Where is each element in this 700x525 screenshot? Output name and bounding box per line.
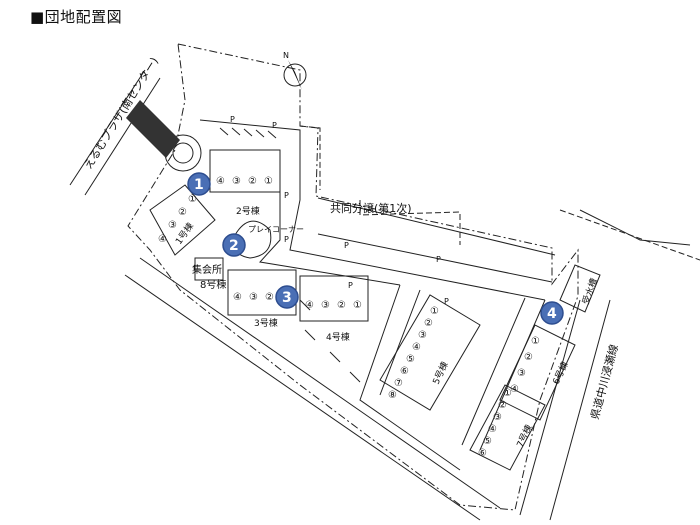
b5-unit: ② <box>424 318 433 329</box>
b3-unit: ② <box>265 292 274 303</box>
b5-unit: ⑦ <box>394 378 403 389</box>
b5-unit: ⑤ <box>406 354 415 365</box>
svg-text:1: 1 <box>194 177 204 193</box>
b5-unit: ③ <box>418 330 427 341</box>
east-road-edge <box>579 209 691 246</box>
meeting-hall-footprint <box>194 257 224 281</box>
b7-unit: ④ <box>488 424 497 435</box>
building-7-footprint <box>469 384 546 471</box>
b3-unit: ④ <box>233 292 242 303</box>
parking-label: P <box>344 241 349 250</box>
building-5-label: 5号棟 <box>430 360 451 387</box>
parking-label: P <box>284 191 289 200</box>
marker-2: 2 <box>222 233 246 257</box>
b1-unit: ② <box>178 207 187 218</box>
marker-4: 4 <box>540 301 564 325</box>
b6-unit: ③ <box>517 368 526 379</box>
marker-1: 1 <box>187 172 211 196</box>
building-2-footprint <box>209 149 281 193</box>
north-arrow-icon: N <box>283 51 307 90</box>
b7-unit: ② <box>498 400 507 411</box>
b5-unit: ① <box>430 306 439 317</box>
svg-text:2: 2 <box>229 238 239 254</box>
west-road <box>69 69 161 196</box>
shared-land-label: 共同分譲(第1次) <box>330 201 412 215</box>
building-3-label: 3号棟 <box>254 317 278 329</box>
north-label: N <box>283 51 289 60</box>
b1-unit: ③ <box>168 220 177 231</box>
internal-road-2 <box>359 284 461 471</box>
building-4-footprint <box>299 275 369 322</box>
building-8-label: 8号棟 <box>200 278 226 291</box>
svg-text:3: 3 <box>282 290 292 306</box>
playground-label: プレイコーナー <box>248 225 304 234</box>
b4-unit: ② <box>337 300 346 311</box>
marker-3: 3 <box>275 285 299 309</box>
b1-unit: ① <box>188 194 197 205</box>
east-road-label: 県道中川浸瀬線 <box>587 343 620 421</box>
parking-label: P <box>284 235 289 244</box>
building-5-footprint <box>379 294 481 411</box>
b7-unit: ③ <box>493 412 502 423</box>
parking-label: P <box>272 121 277 130</box>
b2-unit: ④ <box>216 176 225 187</box>
building-1-footprint <box>149 184 216 256</box>
b2-unit: ③ <box>232 176 241 187</box>
b7-unit: ① <box>503 388 512 399</box>
water-tank-label: 受水槽 <box>580 277 601 306</box>
b7-unit: ⑤ <box>483 436 492 447</box>
b4-unit: ④ <box>305 300 314 311</box>
b4-unit: ③ <box>321 300 330 311</box>
b1-unit: ④ <box>158 234 167 245</box>
parking-label: P <box>444 297 449 306</box>
page-title: ■団地配置図 <box>30 8 123 26</box>
parking-label: P <box>230 115 235 124</box>
b5-unit: ⑧ <box>388 390 397 401</box>
north-road <box>317 197 556 283</box>
b4-unit: ① <box>353 300 362 311</box>
b7-unit: ⑥ <box>478 448 487 459</box>
b2-unit: ① <box>264 176 273 187</box>
building-6-footprint <box>499 324 576 421</box>
b6-unit: ① <box>531 336 540 347</box>
parking-row-south <box>299 299 361 383</box>
building-2-label: 2号棟 <box>236 205 260 217</box>
parking-label: P <box>436 255 441 264</box>
b2-unit: ② <box>248 176 257 187</box>
east-road <box>519 299 611 521</box>
water-tank-footprint <box>559 264 601 313</box>
svg-text:4: 4 <box>547 306 557 322</box>
internal-road-3 <box>461 297 546 451</box>
building-4-label: 4号棟 <box>326 331 350 343</box>
meeting-hall-label: 集会所 <box>192 263 222 276</box>
b5-unit: ⑥ <box>400 366 409 377</box>
south-road <box>124 257 501 521</box>
parking-row-north <box>219 127 277 139</box>
b6-unit: ④ <box>510 384 519 395</box>
b5-unit: ④ <box>412 342 421 353</box>
b3-unit: ③ <box>249 292 258 303</box>
plaza-walkway <box>126 100 180 158</box>
parking-label: P <box>348 281 353 290</box>
building-7-label: 7号棟 <box>514 423 535 450</box>
b6-unit: ② <box>524 352 533 363</box>
